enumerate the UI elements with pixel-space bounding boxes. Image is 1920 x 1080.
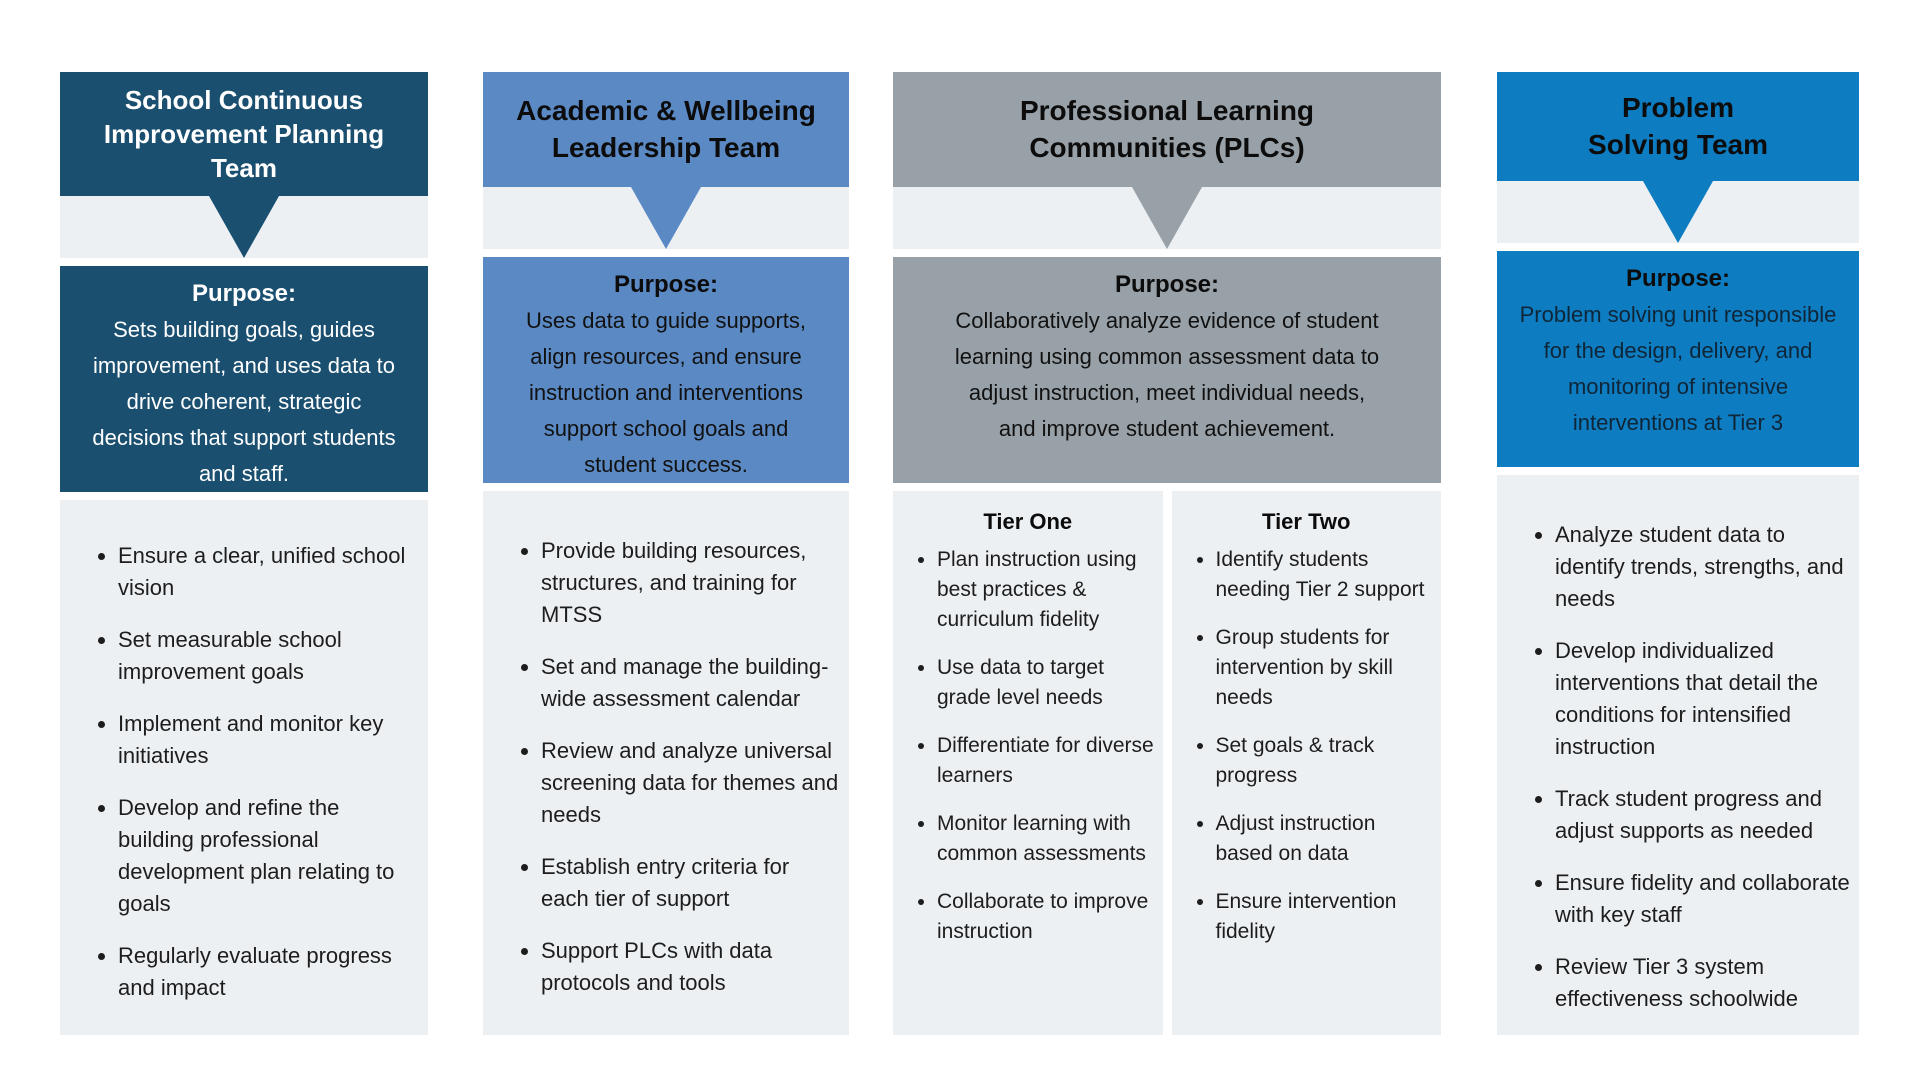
bullet-item: Implement and monitor key initiatives — [118, 708, 420, 772]
purpose-text: Collaboratively analyze evidence of stud… — [954, 308, 1380, 441]
bullet-item: Adjust instruction based on data — [1216, 809, 1438, 869]
pointer-band — [1497, 181, 1859, 244]
tier-one-panel: Tier One Plan instruction using best pra… — [893, 491, 1163, 1035]
team-title: School Continuous Improvement Planning T… — [60, 72, 428, 196]
bullet-list: Analyze student data to identify trends,… — [1497, 519, 1859, 1015]
pointer-band — [60, 196, 428, 258]
bullet-list: Provide building resources, structures, … — [483, 535, 849, 999]
bullet-item: Monitor learning with common assessments — [937, 809, 1159, 869]
purpose-label: Purpose: — [613, 271, 718, 298]
tier-one-heading: Tier One — [983, 509, 1073, 534]
bullet-item: Track student progress and adjust suppor… — [1555, 783, 1851, 847]
bullet-item: Group students for intervention by skill… — [1216, 623, 1438, 713]
purpose-box: Purpose: Collaboratively analyze evidenc… — [893, 257, 1441, 483]
bullet-list: Ensure a clear, unified school vision Se… — [60, 540, 428, 1004]
bullet-item: Ensure intervention fidelity — [1216, 887, 1438, 947]
purpose-label: Purpose: — [191, 280, 296, 307]
pointer-band — [483, 187, 849, 249]
team-title: Academic & Wellbeing Leadership Team — [483, 72, 849, 187]
column-school-continuous-improvement-planning-team: School Continuous Improvement Planning T… — [60, 72, 428, 1035]
bullet-list: Identify students needing Tier 2 support… — [1172, 545, 1442, 947]
column-professional-learning-communities: Professional Learning Communities (PLCs)… — [893, 72, 1441, 1035]
bullet-item: Analyze student data to identify trends,… — [1555, 519, 1851, 615]
purpose-label: Purpose: — [1114, 271, 1219, 298]
down-arrow-icon — [209, 196, 279, 258]
bullet-item: Review and analyze universal screening d… — [541, 735, 841, 831]
column-academic-wellbeing-leadership-team: Academic & Wellbeing Leadership Team Pur… — [483, 72, 849, 1035]
bullet-item: Set goals & track progress — [1216, 731, 1438, 791]
team-title: Professional Learning Communities (PLCs) — [893, 72, 1441, 187]
tier-panels: Tier One Plan instruction using best pra… — [893, 491, 1441, 1035]
responsibilities-panel: Analyze student data to identify trends,… — [1497, 475, 1859, 1035]
bullet-item: Regularly evaluate progress and impact — [118, 940, 420, 1004]
bullet-item: Support PLCs with data protocols and too… — [541, 935, 841, 999]
bullet-item: Develop individualized interventions tha… — [1555, 635, 1851, 763]
bullet-item: Ensure a clear, unified school vision — [118, 540, 420, 604]
bullet-item: Provide building resources, structures, … — [541, 535, 841, 631]
tier-two-panel: Tier Two Identify students needing Tier … — [1171, 491, 1442, 1035]
bullet-item: Plan instruction using best practices & … — [937, 545, 1159, 635]
purpose-text: Uses data to guide supports, align resou… — [525, 308, 807, 477]
column-problem-solving-team: Problem Solving Team Purpose: Problem so… — [1497, 72, 1859, 1035]
down-arrow-icon — [631, 187, 701, 249]
bullet-list: Plan instruction using best practices & … — [893, 545, 1163, 947]
bullet-item: Establish entry criteria for each tier o… — [541, 851, 841, 915]
down-arrow-icon — [1132, 187, 1202, 249]
bullet-item: Identify students needing Tier 2 support — [1216, 545, 1438, 605]
tier-two-heading: Tier Two — [1262, 509, 1351, 534]
purpose-box: Purpose: Uses data to guide supports, al… — [483, 257, 849, 483]
bullet-item: Ensure fidelity and collaborate with key… — [1555, 867, 1851, 931]
purpose-text: Problem solving unit responsible for the… — [1519, 302, 1837, 436]
bullet-item: Review Tier 3 system effectiveness schoo… — [1555, 951, 1851, 1015]
purpose-label: Purpose: — [1625, 265, 1730, 293]
down-arrow-icon — [1643, 181, 1713, 244]
purpose-text: Sets building goals, guides improvement,… — [92, 317, 396, 486]
bullet-item: Differentiate for diverse learners — [937, 731, 1159, 791]
team-title: Problem Solving Team — [1497, 72, 1859, 182]
purpose-box: Purpose: Problem solving unit responsibl… — [1497, 251, 1859, 467]
bullet-item: Develop and refine the building professi… — [118, 792, 420, 920]
bullet-item: Use data to target grade level needs — [937, 653, 1159, 713]
bullet-item: Collaborate to improve instruction — [937, 887, 1159, 947]
bullet-item: Set measurable school improvement goals — [118, 624, 420, 688]
responsibilities-panel: Provide building resources, structures, … — [483, 491, 849, 1035]
pointer-band — [893, 187, 1441, 249]
purpose-box: Purpose: Sets building goals, guides imp… — [60, 266, 428, 492]
bullet-item: Set and manage the building-wide assessm… — [541, 651, 841, 715]
responsibilities-panel: Ensure a clear, unified school vision Se… — [60, 500, 428, 1035]
